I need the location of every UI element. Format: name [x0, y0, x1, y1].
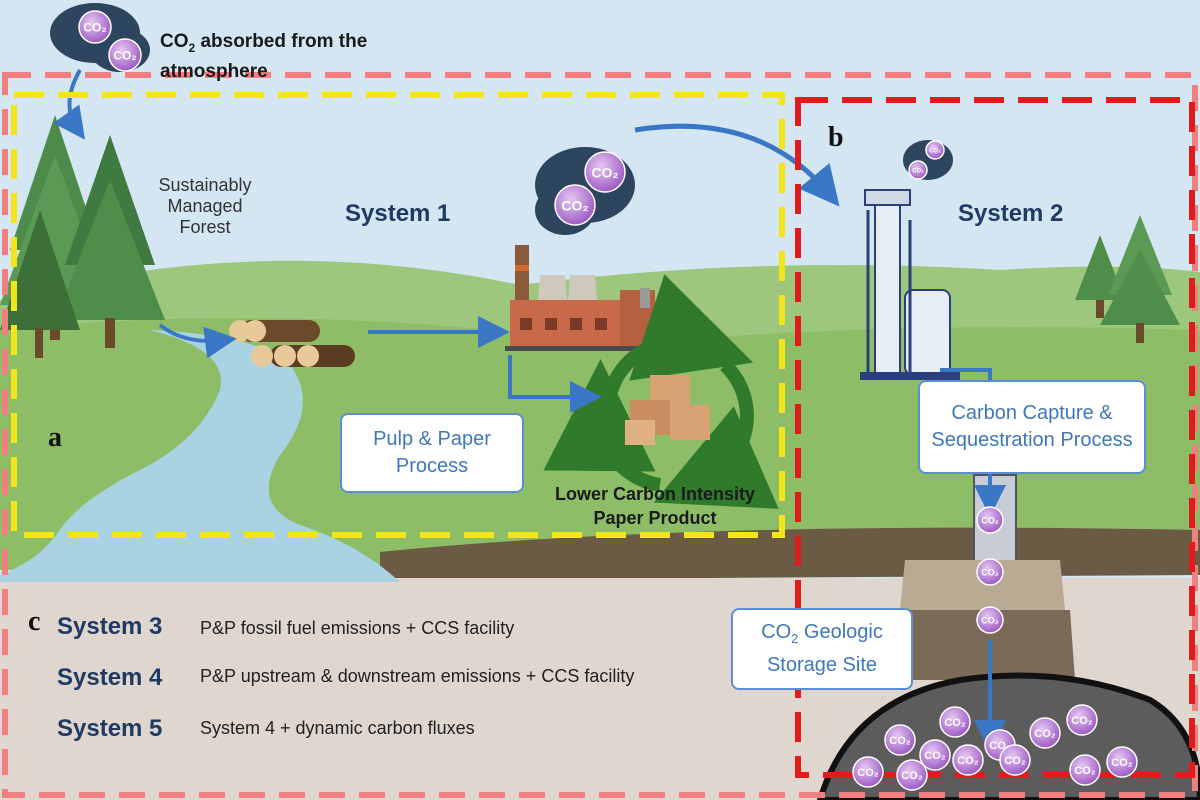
- co2-bubble: CO₂: [999, 744, 1031, 776]
- legend-system4-desc: P&P upstream & downstream emissions + CC…: [200, 666, 635, 686]
- co2-bubble: CO₂: [896, 759, 928, 791]
- co2-bubble-label: CO₂: [924, 750, 946, 762]
- co2-bubble: CO₂: [584, 151, 626, 193]
- co2-bubble-label: CO₂: [929, 149, 941, 155]
- co2-bubble: CO₂: [108, 38, 142, 72]
- co2-bubbles: CO₂CO₂CO₂CO₂CO₂CO₂CO₂CO₂CO₂CO₂CO₂CO₂CO₂C…: [78, 10, 1138, 791]
- co2-bubble: CO₂: [908, 160, 928, 180]
- geologic-storage-label: CO2 Geologic Storage Site: [761, 621, 883, 676]
- legend-system5-name: System 5: [57, 715, 163, 742]
- recycle-symbol: [543, 274, 779, 509]
- system1-title: System 1: [345, 200, 451, 227]
- co2-bubble: CO₂: [78, 10, 112, 44]
- system2-border: [795, 97, 1195, 778]
- ccs-process-label: Carbon Capture & Sequestration Process: [931, 402, 1133, 451]
- co2-bubble-label: CO₂: [83, 20, 106, 34]
- co2-bubble: CO₂: [925, 140, 945, 160]
- rock-layer-dark: [895, 610, 1075, 680]
- co2-bubble-label: CO₂: [889, 735, 911, 747]
- pulp-paper-process-box: Pulp & Paper Process: [340, 413, 524, 493]
- co2-bubble-label: CO₂: [1034, 728, 1056, 740]
- co2-bubble-label: CO₂: [1071, 715, 1093, 727]
- system1-border: [11, 92, 785, 538]
- ccs-process-box: Carbon Capture & Sequestration Process: [918, 380, 1146, 474]
- co2-bubble: CO₂: [554, 184, 596, 226]
- co2-bubble: CO₂: [976, 606, 1004, 634]
- co2-bubble-label: CO₂: [981, 516, 999, 526]
- co2-bubble-label: CO₂: [857, 767, 879, 779]
- legend-system3-desc: P&P fossil fuel emissions + CCS facility: [200, 618, 515, 638]
- co2-bubble-label: CO₂: [1004, 755, 1026, 767]
- legend-system4-name: System 4: [57, 664, 163, 691]
- product-label: Lower Carbon Intensity Paper Product: [554, 484, 756, 528]
- system2-title: System 2: [958, 200, 1064, 227]
- rock-layer: [900, 560, 1065, 610]
- co2-bubble: CO₂: [852, 756, 884, 788]
- co2-bubble-label: CO₂: [1074, 765, 1096, 777]
- co2-bubble-label: CO₂: [944, 717, 966, 729]
- logs: [229, 320, 355, 367]
- co2-bubble: CO₂: [939, 706, 971, 738]
- ccs-facility: [860, 189, 960, 380]
- co2-bubble-label: CO₂: [591, 165, 618, 181]
- co2-bubble-label: CO₂: [901, 770, 923, 782]
- co2-bubble-label: CO₂: [113, 48, 136, 62]
- co2-bubble: CO₂: [976, 506, 1004, 534]
- co2-bubble: CO₂: [1069, 754, 1101, 786]
- co2-bubble-label: CO₂: [957, 755, 979, 767]
- co2-bubble: CO₂: [1106, 746, 1138, 778]
- co2-bubble: CO₂: [1029, 717, 1061, 749]
- atmosphere-label: CO2 absorbed from the atmosphere: [160, 31, 368, 82]
- arrow-factory-to-product: [508, 355, 602, 413]
- arrow-co2-to-ccs: [634, 123, 840, 207]
- arrow-forest-to-logs: [158, 323, 237, 359]
- co2-bubble: CO₂: [976, 558, 1004, 586]
- arrow-atmosphere-to-forest: [53, 69, 86, 140]
- co2-bubble: CO₂: [884, 724, 916, 756]
- outer-system-border: [2, 72, 1198, 798]
- co2-bubble-label: CO₂: [912, 169, 924, 175]
- geologic-storage-box: CO2 Geologic Storage Site: [731, 608, 913, 690]
- co2-bubble: CO₂: [919, 739, 951, 771]
- co2-bubble-label: CO₂: [561, 198, 588, 214]
- co2-bubble: CO₂: [952, 744, 984, 776]
- co2-bubble-label: CO₂: [1111, 757, 1133, 769]
- co2-bubble: CO₂: [1066, 704, 1098, 736]
- legend-system3-name: System 3: [57, 613, 163, 640]
- paper-product-boxes: [625, 375, 710, 445]
- co2-bubble-label: CO₂: [981, 568, 999, 578]
- legend-system5-desc: System 4 + dynamic carbon fluxes: [200, 718, 475, 738]
- panel-letter-a: a: [48, 422, 62, 453]
- right-trees: [1075, 215, 1180, 343]
- panel-letter-c: c: [28, 606, 41, 637]
- co2-bubble-label: CO₂: [981, 616, 999, 626]
- forest-label: Sustainably Managed Forest: [158, 175, 252, 237]
- pulp-paper-process-label: Pulp & Paper Process: [373, 428, 491, 477]
- panel-letter-b: b: [828, 122, 844, 153]
- forest-trees: [0, 115, 165, 358]
- river: [0, 330, 400, 582]
